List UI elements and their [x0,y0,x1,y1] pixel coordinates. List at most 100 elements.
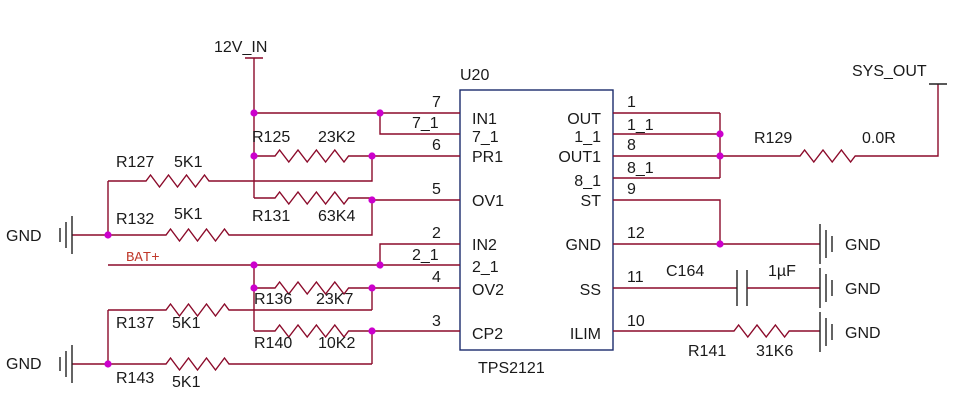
junction-dot [250,152,258,160]
ground-symbol-top-left [59,216,73,254]
gnd-label-top-left: GND [6,228,42,245]
pin-num-12: 12 [627,225,645,242]
label-r140-value: 10K2 [318,335,355,352]
resistor-r127 [108,156,373,189]
label-r129-value: 0.0R [862,130,896,147]
junction-dot [716,152,724,160]
label-r140-ref: R140 [254,335,292,352]
ic-ref: U20 [460,67,489,84]
pin-name-out1: OUT1 [558,149,601,166]
wire-in2 [379,243,460,265]
resistor-r132 [108,227,373,243]
gnd-label-gnd-pin: GND [845,237,881,254]
pin-name-ss: SS [580,282,601,299]
wire-12v-stub [245,57,263,113]
label-r125-ref: R125 [252,129,290,146]
junction-dot [250,261,258,269]
pin-num-8: 8 [627,137,636,154]
wire-out-bus [613,112,721,179]
pin-num-9: 9 [627,181,636,198]
junction-dot [250,284,258,292]
net-12v-in-label: 12V_IN [214,39,267,56]
ic-part: TPS2121 [478,360,545,377]
pin-num-2: 2 [432,225,441,242]
resistor-r129 [720,84,939,164]
wire-gnd-bottom-vertical [72,310,109,365]
gnd-label-ilim: GND [845,325,881,342]
pin-num-7-1: 7_1 [412,115,439,132]
junction-dot [250,109,258,117]
pin-num-3: 3 [432,313,441,330]
resistor-r140 [254,323,372,339]
resistor-r141 [613,323,820,339]
pin-name-ov1: OV1 [472,193,504,210]
junction-dot [716,240,724,248]
pin-num-4: 4 [432,269,441,286]
label-r127-value: 5K1 [174,154,203,171]
pin-num-1: 1 [627,94,636,111]
wire-gnd-top-vertical [72,181,109,236]
pin-num-2-1: 2_1 [412,247,439,264]
label-c164-ref: C164 [666,263,704,280]
wire-st [613,199,721,244]
label-r143-ref: R143 [116,370,154,387]
label-c164-value: 1µF [768,263,796,280]
junction-dot [716,130,724,138]
junction-dot [368,152,376,160]
pin-name-in2: IN2 [472,237,497,254]
capacitor-c164 [736,270,748,306]
label-r125-value: 23K2 [318,129,355,146]
pin-name-cp2: CP2 [472,326,503,343]
label-r131-value: 63K4 [318,208,355,225]
junction-dot [104,360,112,368]
pin-name-gnd: GND [565,237,601,254]
pin-name-1-1: 1_1 [574,129,601,146]
pin-name-8-1: 8_1 [574,173,601,190]
net-bat-plus-label: BAT+ [126,250,160,266]
gnd-label-ss: GND [845,281,881,298]
net-sys-out-label: SYS_OUT [852,63,927,80]
resistor-r137 [108,302,372,318]
ground-symbol-bottom-left [59,345,73,383]
ground-symbol-gnd-pin [819,224,833,264]
label-r141-ref: R141 [688,343,726,360]
wire-7-1 [379,113,460,135]
label-r131-ref: R131 [252,208,290,225]
resistor-r143 [108,356,372,372]
label-r132-value: 5K1 [174,206,203,223]
pin-name-pr1: PR1 [472,149,503,166]
pin-name-7-1: 7_1 [472,129,499,146]
label-r129-ref: R129 [754,130,792,147]
label-r141-value: 31K6 [756,343,793,360]
resistor-r125 [254,148,372,164]
pin-num-6: 6 [432,137,441,154]
pin-name-ilim: ILIM [570,326,601,343]
junction-dot [368,327,376,335]
label-r132-ref: R132 [116,211,154,228]
junction-dot [368,284,376,292]
label-r127-ref: R127 [116,154,154,171]
pin-name-ov2: OV2 [472,282,504,299]
pin-name-2-1: 2_1 [472,259,499,276]
label-r137-ref: R137 [116,315,154,332]
junction-dot [376,109,384,117]
gnd-label-bottom-left: GND [6,356,42,373]
pin-num-11: 11 [627,269,644,286]
pin-name-st: ST [581,193,602,210]
pin-num-5: 5 [432,181,441,198]
junction-dot [104,231,112,239]
ground-symbol-ss [819,268,833,308]
label-r136-value: 23K7 [316,291,353,308]
pin-num-7: 7 [432,94,441,111]
pin-name-in1: IN1 [472,111,497,128]
pin-name-out: OUT [567,111,601,128]
label-r137-value: 5K1 [172,315,201,332]
label-r143-value: 5K1 [172,374,201,391]
pin-num-10: 10 [627,313,645,330]
junction-dot [376,261,384,269]
ic-body [459,89,614,351]
label-r136-ref: R136 [254,291,292,308]
resistor-r136 [254,280,372,296]
resistor-r131 [254,190,372,206]
